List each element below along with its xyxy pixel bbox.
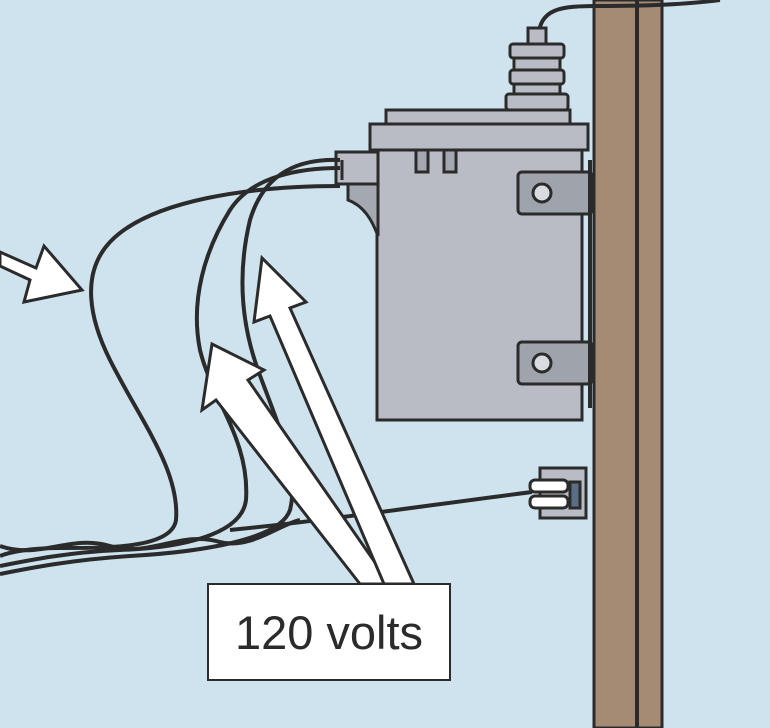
arrow-middle — [199, 341, 393, 586]
primary-line-wire — [536, 0, 721, 39]
utility-pole — [592, 0, 664, 728]
arrow-left — [0, 243, 85, 304]
service-clamp — [528, 466, 588, 520]
transformer — [334, 108, 594, 422]
voltage-label-text: 120 volts — [234, 605, 424, 659]
arrows — [0, 243, 417, 586]
voltage-label: 120 volts — [207, 583, 451, 681]
arrow-right — [252, 254, 417, 586]
bushing-insulator — [504, 26, 570, 112]
